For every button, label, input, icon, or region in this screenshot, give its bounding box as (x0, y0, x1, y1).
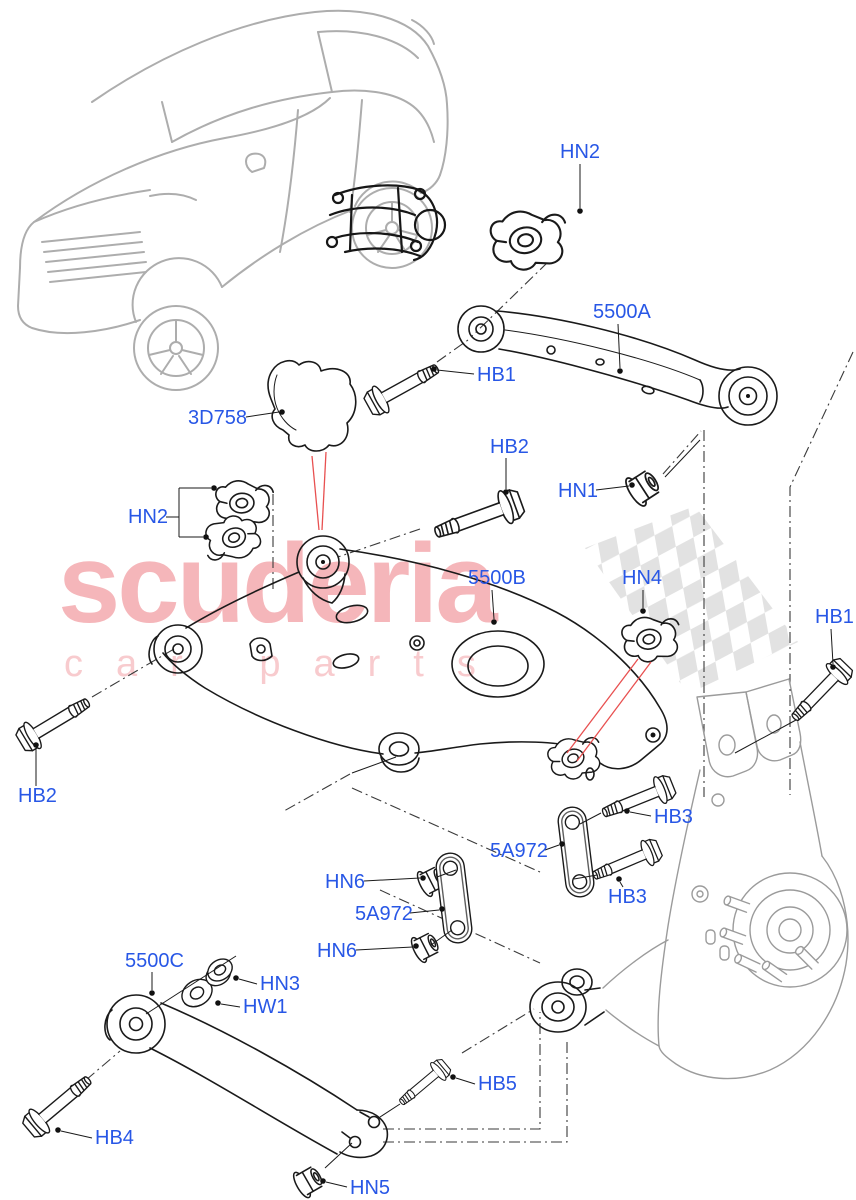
vehicle-locator-thumbnail (17, 9, 449, 391)
part-label-hn2-top[interactable]: HN2 (560, 141, 600, 163)
part-label-hn6-lower[interactable]: HN6 (317, 940, 357, 962)
construction-lines (85, 261, 854, 1143)
watermark: scuderia car parts (58, 506, 798, 694)
part-label-hb5[interactable]: HB5 (478, 1073, 517, 1095)
lower-control-arm-artwork (148, 535, 668, 786)
part-label-hn3[interactable]: HN3 (260, 973, 300, 995)
part-label-hw1[interactable]: HW1 (243, 996, 287, 1018)
upper-control-arm-artwork (457, 305, 778, 426)
clamp-nut-hn2-top (486, 202, 573, 276)
fasteners (12, 202, 856, 1200)
part-label-hn6-upper[interactable]: HN6 (325, 871, 365, 893)
part-label-hb4[interactable]: HB4 (95, 1127, 134, 1149)
toe-link-bushing-artwork (529, 968, 605, 1033)
bolt-hb1-right (783, 653, 856, 730)
watermark-subtitle: car parts (64, 643, 509, 685)
bolt-hb5 (393, 1055, 455, 1112)
bolt-hb3-lower (587, 835, 666, 889)
part-label-hn4[interactable]: HN4 (622, 567, 662, 589)
part-labels: HN2 5500A HB1 HB2 HN1 3D758 HN2 5500B HN… (18, 141, 854, 1199)
part-label-3d758[interactable]: 3D758 (188, 407, 247, 429)
bolt-hb1-left (360, 354, 446, 421)
heat-shield-artwork (267, 359, 357, 452)
assembly-axis-lines (145, 439, 797, 1169)
part-label-hn5[interactable]: HN5 (350, 1177, 390, 1199)
part-label-hb3-lower[interactable]: HB3 (608, 886, 647, 908)
part-label-hb3-upper[interactable]: HB3 (654, 806, 693, 828)
part-label-hb1-right[interactable]: HB1 (815, 606, 854, 628)
part-label-hb2-top[interactable]: HB2 (490, 436, 529, 458)
watermark-brand: scuderia (58, 521, 498, 646)
nut-hn1 (621, 465, 665, 510)
link-plate-5a972-left (433, 850, 475, 946)
part-label-5a972-left[interactable]: 5A972 (355, 903, 413, 925)
bolt-hb2-left (12, 688, 97, 757)
part-label-hn1[interactable]: HN1 (558, 480, 598, 502)
leader-lines (33, 164, 836, 1188)
part-label-hb1-left[interactable]: HB1 (477, 364, 516, 386)
checkered-flag-watermark (585, 506, 798, 694)
part-label-5a972-right[interactable]: 5A972 (490, 840, 548, 862)
part-label-5500c[interactable]: 5500C (125, 950, 184, 972)
part-label-hn2-left[interactable]: HN2 (128, 506, 168, 528)
rear-knuckle-hub-assembly (602, 678, 849, 1080)
part-label-hb2-left[interactable]: HB2 (18, 785, 57, 807)
nut-hn3 (205, 958, 233, 987)
toe-link-artwork (104, 994, 389, 1159)
rear-suspension-highlight (325, 184, 447, 262)
red-reference-lines (311, 451, 652, 762)
part-label-5500b[interactable]: 5500B (468, 567, 526, 589)
part-label-5500a[interactable]: 5500A (593, 301, 651, 323)
